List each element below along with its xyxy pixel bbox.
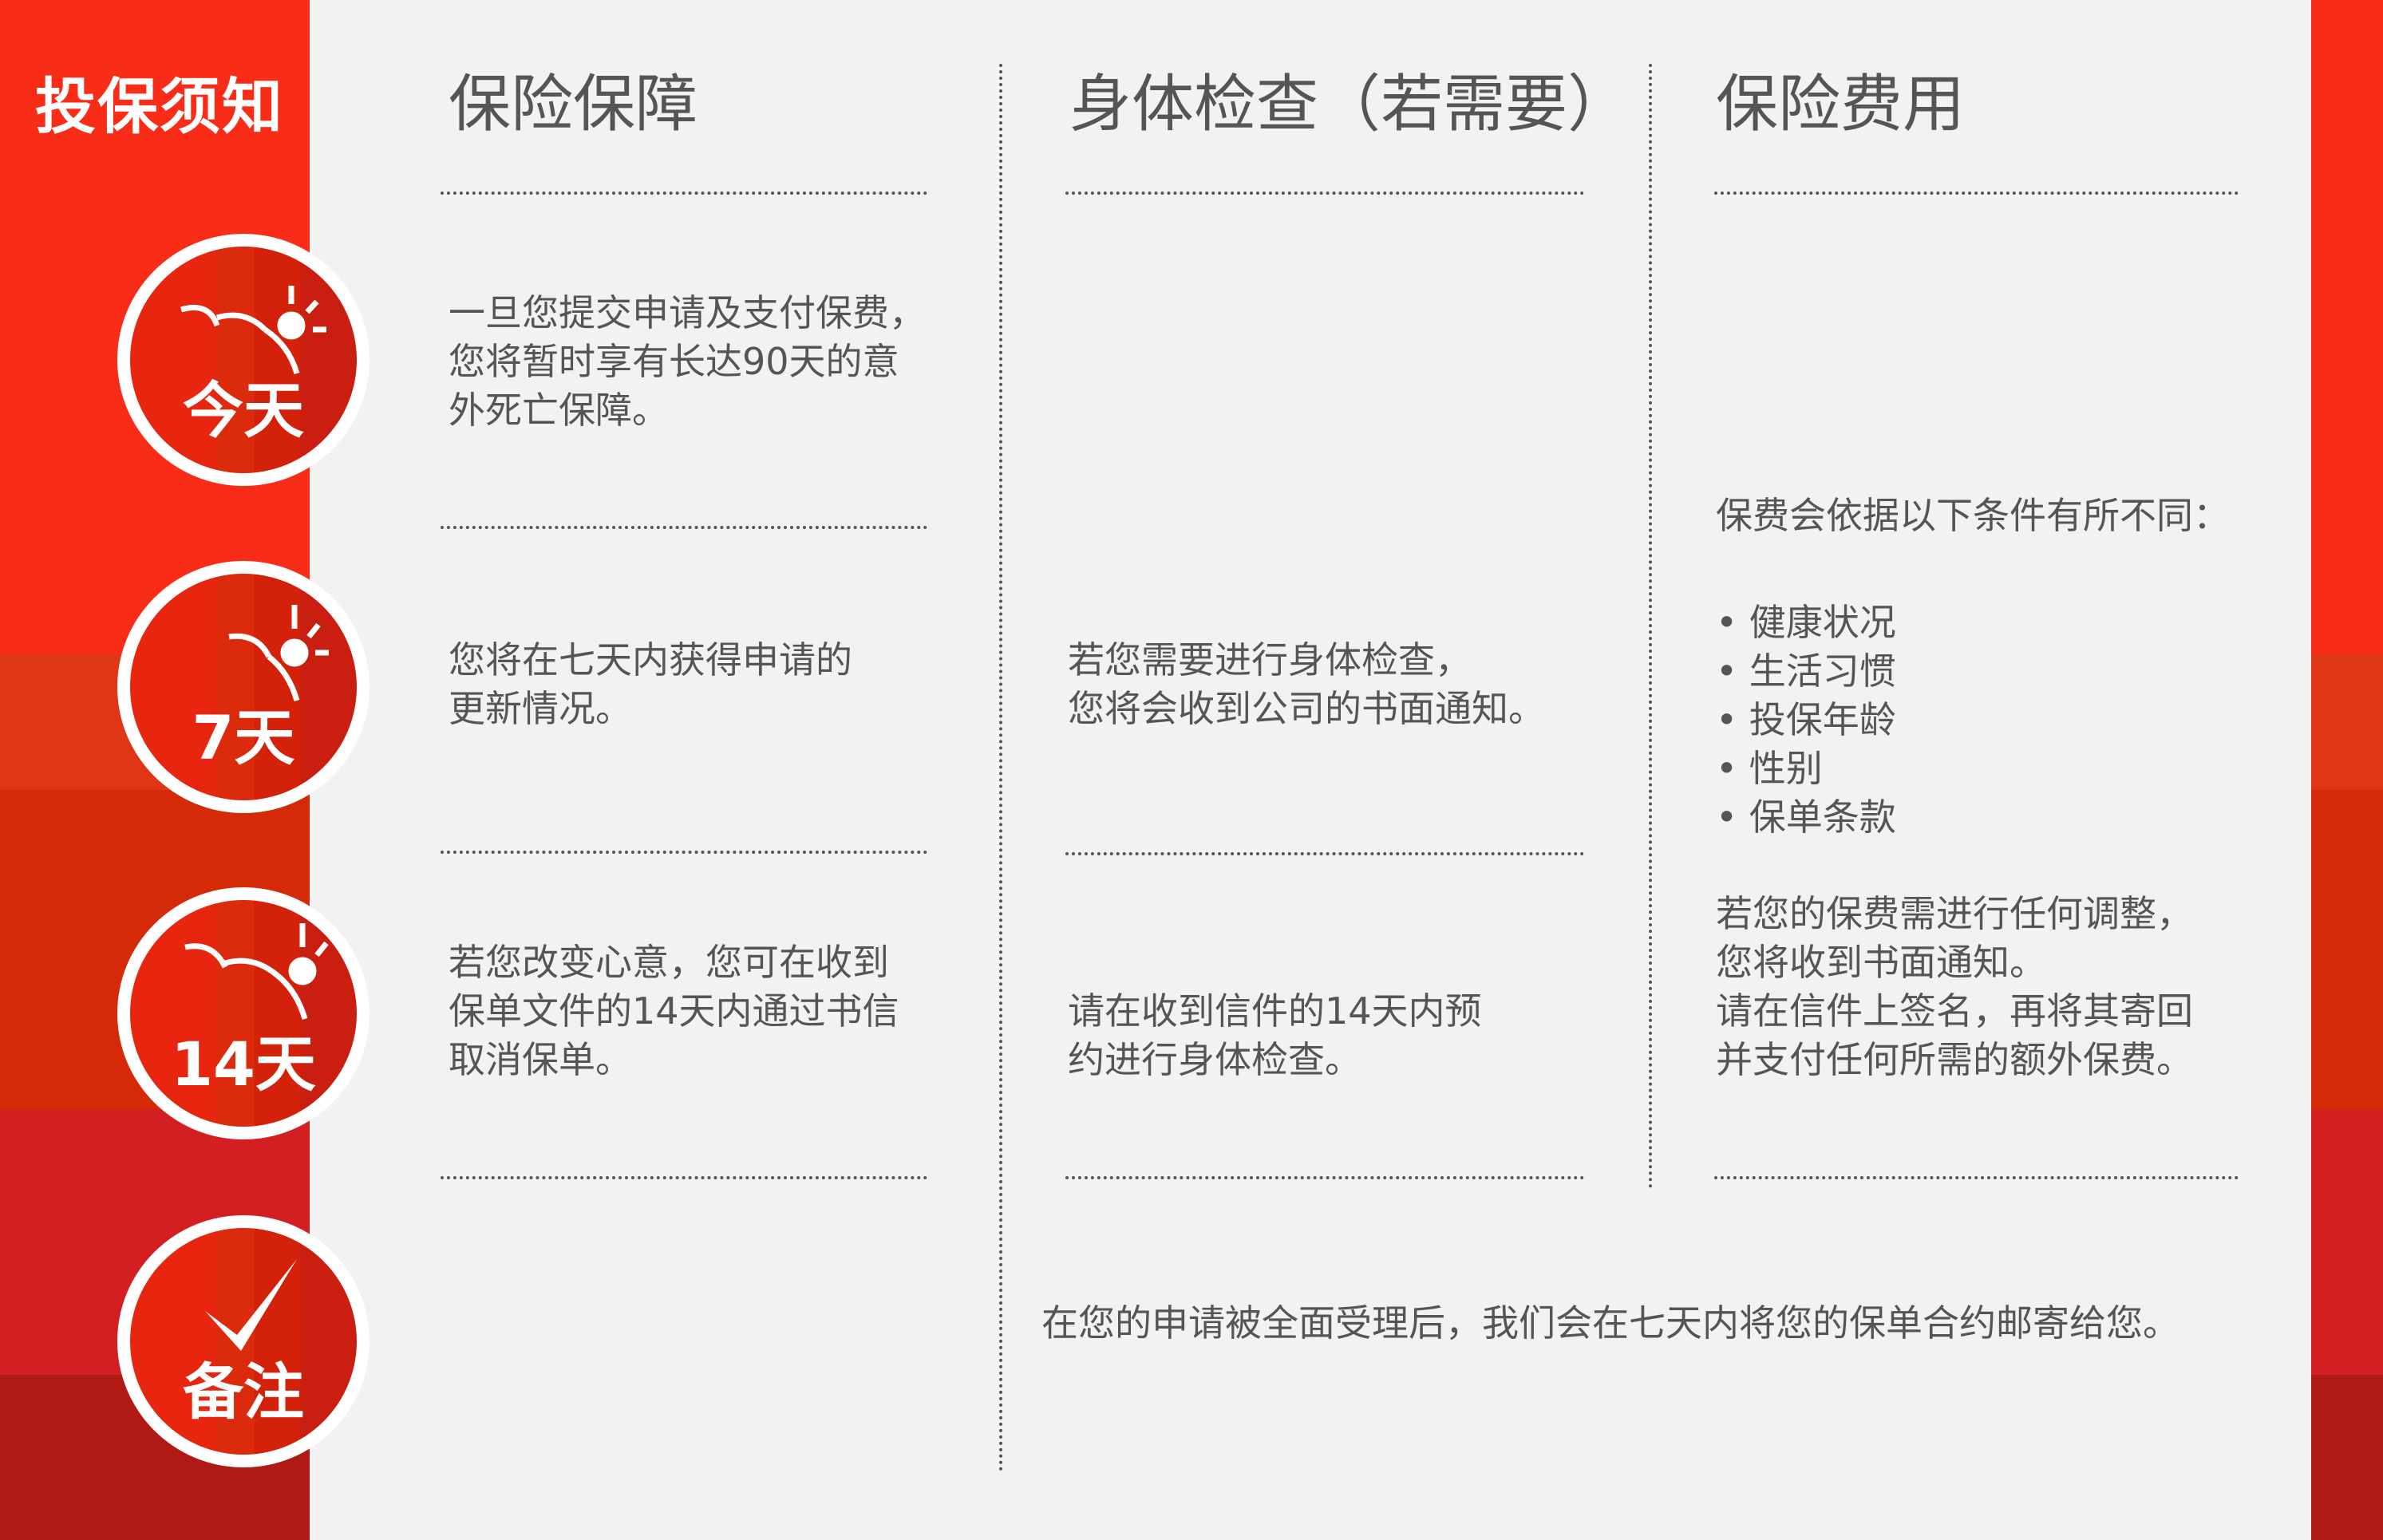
heading-coverage: 保险保障	[449, 69, 698, 140]
step-14-days: 14天	[117, 887, 370, 1139]
step-label: 今天	[183, 375, 304, 446]
list-item: • 健康状况	[1716, 601, 1896, 644]
divider	[1714, 1176, 2239, 1179]
divider	[441, 851, 927, 854]
list-item: • 性别	[1716, 747, 1823, 790]
list-item: • 保单条款	[1716, 796, 1896, 839]
right-band-4	[2311, 1109, 2383, 1375]
premium-intro: 保费会依据以下条件有所不同：	[1716, 494, 2230, 537]
text-line: 您将收到书面通知。	[1716, 941, 2046, 984]
coverage-today-text: 一旦您提交申请及支付保费， 您将暂时享有长达90天的意 外死亡保障。	[449, 289, 926, 435]
step-label: 备注	[183, 1356, 304, 1427]
divider	[1065, 1176, 1584, 1179]
right-band-2	[2311, 654, 2383, 790]
column-divider	[999, 64, 1002, 1472]
text-line: 若您需要进行身体检查，	[1068, 638, 1472, 681]
text-line: 保单文件的14天内通过书信	[449, 989, 899, 1033]
step-note: 备注	[117, 1215, 370, 1467]
coverage-7-days-text: 您将在七天内获得申请的 更新情况。	[449, 636, 852, 733]
text-line: 取消保单。	[449, 1038, 632, 1081]
sun-cloud-icon	[180, 286, 326, 375]
divider	[1714, 192, 2239, 195]
note-text: 在您的申请被全面受理后，我们会在七天内将您的保单合约邮寄给您。	[1041, 1301, 2179, 1345]
premium-adjust-text: 若您的保费需进行任何调整， 您将收到书面通知。 请在信件上签名，再将其寄回 并支…	[1716, 890, 2193, 1084]
checkmark-icon	[205, 1259, 297, 1351]
medical-7-days-text: 若您需要进行身体检查， 您将会收到公司的书面通知。	[1068, 636, 1545, 733]
text-line: 若您的保费需进行任何调整，	[1716, 892, 2193, 935]
sun-cloud-icon	[228, 605, 329, 701]
page-title: 投保须知	[35, 71, 284, 142]
divider	[1065, 192, 1584, 195]
divider	[1065, 852, 1584, 855]
heading-premium: 保险费用	[1716, 69, 1966, 140]
divider	[441, 192, 927, 195]
step-today: 今天	[117, 234, 370, 486]
step-7-days: 7天	[117, 561, 370, 813]
text-line: 外死亡保障。	[449, 389, 669, 432]
list-item: • 投保年龄	[1716, 698, 1896, 741]
column-divider	[1649, 64, 1652, 1189]
step-label: 7天	[192, 702, 295, 773]
text-line: 请在收到信件的14天内预	[1068, 989, 1482, 1033]
text-line: 您将暂时享有长达90天的意	[449, 340, 899, 383]
right-band-5	[2311, 1375, 2383, 1540]
premium-factor-list: • 健康状况 • 生活习惯 • 投保年龄 • 性别 • 保单条款	[1716, 598, 1896, 842]
text-line: 并支付任何所需的额外保费。	[1716, 1038, 2193, 1081]
divider	[441, 1176, 927, 1179]
medical-14-days-text: 请在收到信件的14天内预 约进行身体检查。	[1068, 987, 1482, 1084]
text-line: 您将会收到公司的书面通知。	[1068, 687, 1545, 730]
text-line: 一旦您提交申请及支付保费，	[449, 291, 926, 334]
text-line: 您将在七天内获得申请的	[449, 638, 852, 681]
right-band-1	[2311, 0, 2383, 654]
heading-medical: 身体检查（若需要）	[1069, 69, 1630, 140]
step-label: 14天	[171, 1029, 316, 1100]
text-line: 若您改变心意，您可在收到	[449, 941, 889, 984]
text-line: 约进行身体检查。	[1068, 1038, 1361, 1081]
list-item: • 生活习惯	[1716, 650, 1896, 693]
right-band-3	[2311, 790, 2383, 1109]
coverage-14-days-text: 若您改变心意，您可在收到 保单文件的14天内通过书信 取消保单。	[449, 938, 899, 1084]
text-line: 更新情况。	[449, 687, 632, 730]
sun-cloud-icon	[184, 923, 329, 1020]
divider	[441, 526, 927, 529]
text-line: 请在信件上签名，再将其寄回	[1716, 989, 2193, 1033]
